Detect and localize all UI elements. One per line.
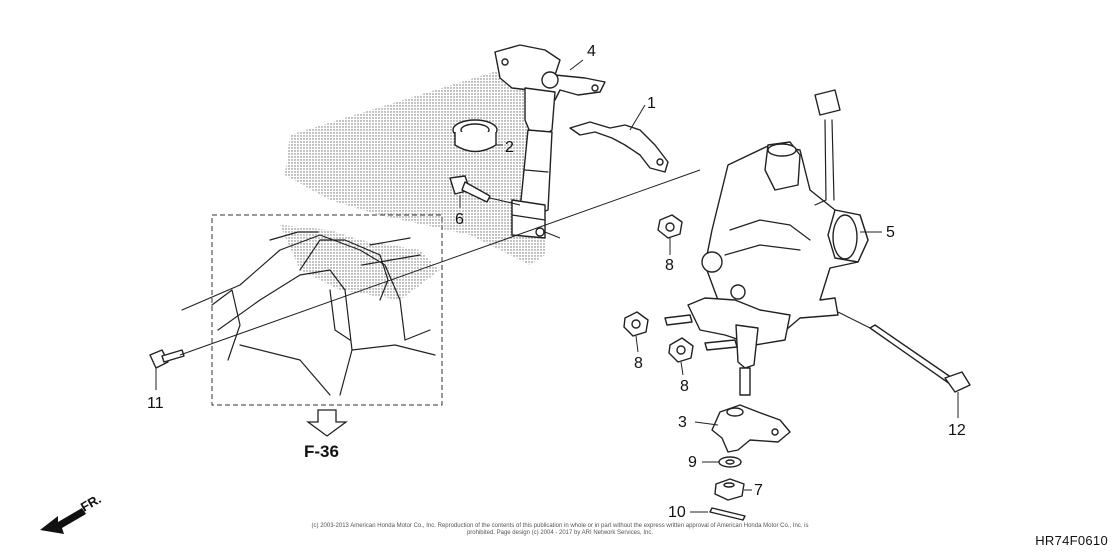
bolt-part-11: [149, 349, 185, 369]
ghost-frame-shading: [280, 70, 550, 300]
reference-label: F-36: [304, 442, 339, 461]
cotter-pin-part-10: [709, 507, 746, 521]
column-bracket-part-4: [494, 44, 606, 136]
washer-part-9: [718, 456, 742, 468]
down-arrow-icon: [306, 409, 348, 437]
long-bolt-part-12: [869, 324, 971, 393]
assembly-leader-lines: [179, 169, 871, 356]
callout-5: 5: [886, 224, 895, 241]
callout-11: 11: [147, 395, 164, 412]
callout-2: 2: [505, 139, 514, 156]
bolt-part-6: [449, 175, 491, 203]
callouts: 4 1 2 6 5 8 8 8 12 3 9 7 10 11: [147, 43, 966, 521]
callout-8-left: 8: [634, 355, 643, 372]
holder-part-1: [569, 121, 669, 173]
callout-7: 7: [754, 482, 763, 499]
frame-structure: [181, 231, 436, 396]
diagram-code: HR74F0610: [1035, 533, 1108, 548]
bushing-part-2: [452, 119, 498, 153]
callout-8-top: 8: [665, 257, 674, 274]
front-arrow-icon: [40, 508, 86, 534]
castle-nut-part-7: [714, 478, 745, 501]
callout-4: 4: [587, 43, 596, 60]
frame-reference-box: [211, 214, 443, 406]
eps-unit-part-5: [664, 89, 869, 396]
callout-9: 9: [688, 454, 697, 471]
callout-8-right: 8: [680, 378, 689, 395]
callout-10: 10: [668, 504, 686, 521]
callout-12: 12: [948, 422, 966, 439]
callout-3: 3: [678, 414, 687, 431]
reference-f36: F-36: [304, 409, 348, 461]
copyright-notice: (c) 2003-2013 American Honda Motor Co., …: [311, 523, 809, 536]
front-direction-indicator: FR.: [40, 491, 104, 534]
callout-6: 6: [455, 211, 464, 228]
nuts-part-8: [623, 214, 694, 363]
pitman-arm-part-3: [711, 404, 791, 453]
callout-1: 1: [647, 95, 656, 112]
